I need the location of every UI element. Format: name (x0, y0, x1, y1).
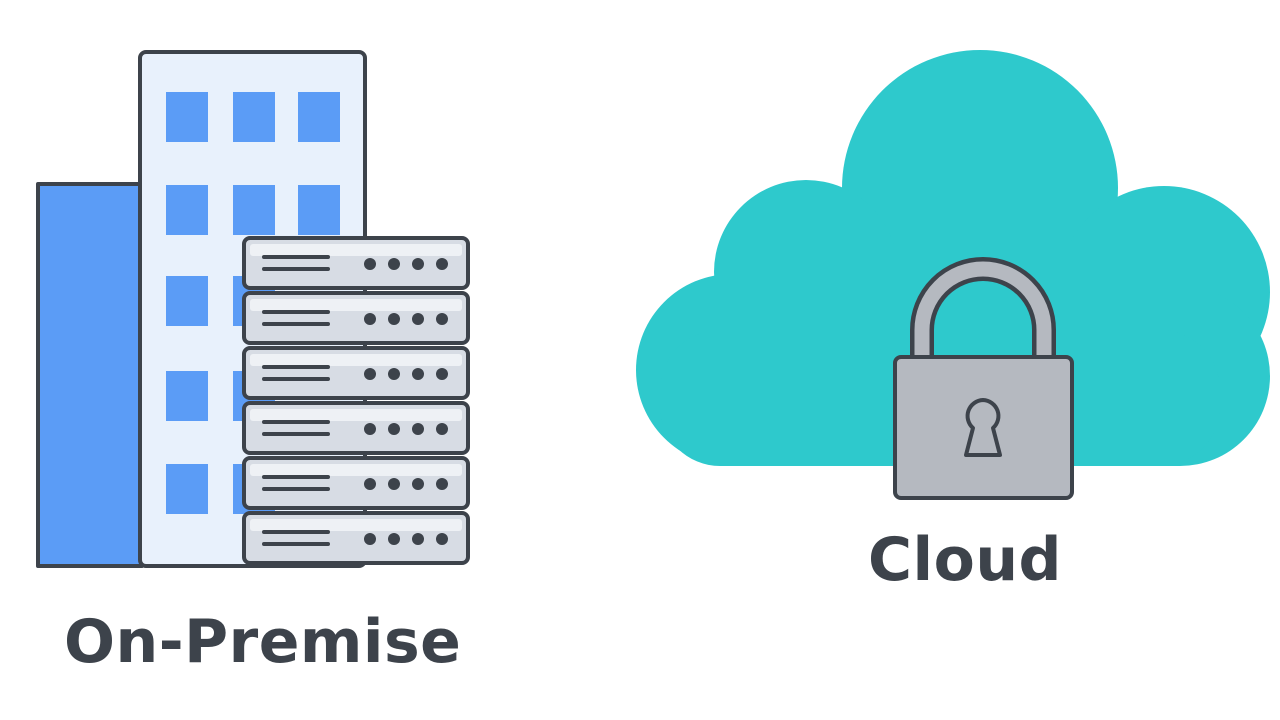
status-led (412, 313, 424, 325)
window (298, 92, 340, 142)
status-led (412, 368, 424, 380)
status-led (436, 423, 448, 435)
server-unit (242, 511, 470, 565)
status-led (388, 313, 400, 325)
window (166, 464, 208, 514)
status-led (436, 368, 448, 380)
keyhole-icon (964, 398, 1002, 457)
window (166, 276, 208, 326)
building-side-wing (36, 182, 144, 568)
cloud-label: Cloud (868, 525, 1062, 595)
status-led (412, 533, 424, 545)
status-led (436, 533, 448, 545)
status-led (364, 533, 376, 545)
status-led (412, 258, 424, 270)
building-windows (166, 92, 340, 514)
window (166, 371, 208, 421)
status-led (388, 258, 400, 270)
padlock-icon (893, 257, 1074, 500)
status-led (364, 423, 376, 435)
status-led (436, 478, 448, 490)
window (166, 92, 208, 142)
server-unit (242, 401, 470, 455)
server-unit (242, 346, 470, 400)
server-unit (242, 236, 470, 290)
status-led (388, 423, 400, 435)
window (233, 185, 275, 235)
window (166, 185, 208, 235)
status-led (364, 368, 376, 380)
status-led (364, 478, 376, 490)
server-rack-icon (242, 236, 470, 565)
status-led (388, 533, 400, 545)
status-led (364, 313, 376, 325)
status-led (412, 478, 424, 490)
server-unit (242, 291, 470, 345)
window (298, 185, 340, 235)
server-unit (242, 456, 470, 510)
status-led (388, 368, 400, 380)
status-led (412, 423, 424, 435)
window (233, 92, 275, 142)
status-led (436, 313, 448, 325)
status-led (388, 478, 400, 490)
status-led (436, 258, 448, 270)
on-premise-label: On-Premise (64, 607, 462, 677)
status-led (364, 258, 376, 270)
